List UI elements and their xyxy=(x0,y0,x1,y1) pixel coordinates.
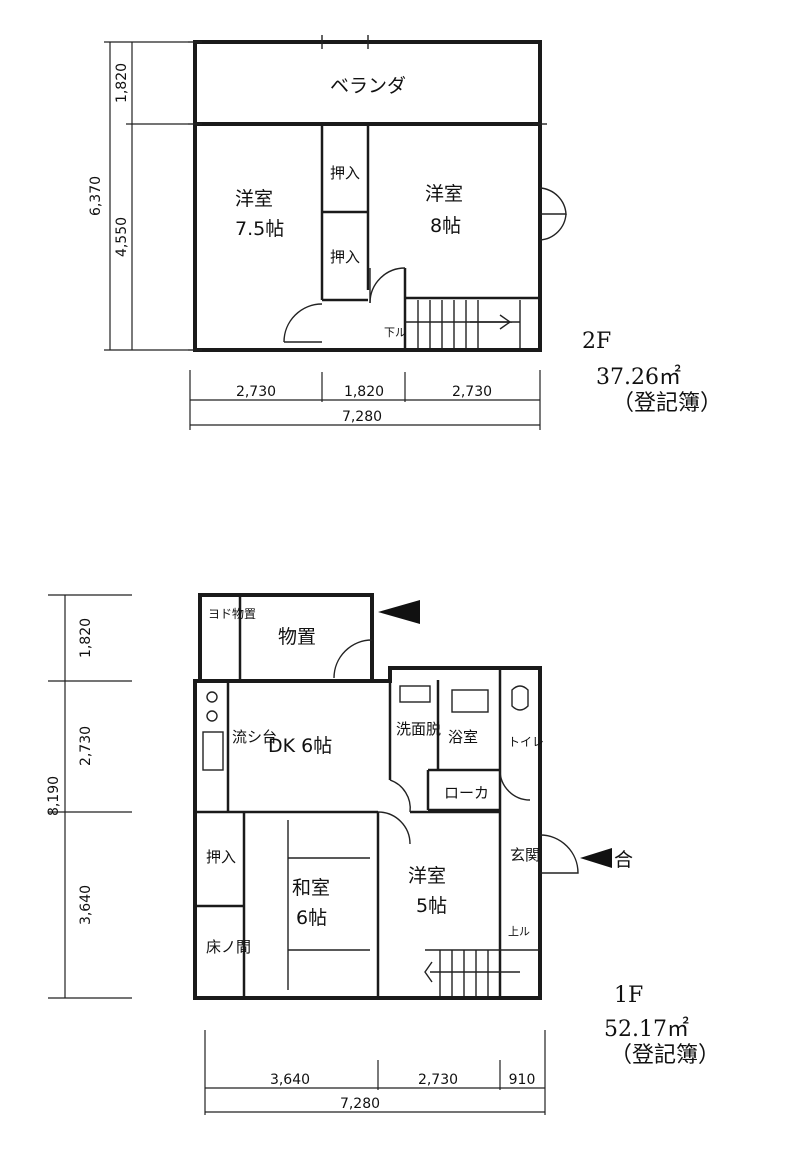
yoshitsu-size: 5帖 xyxy=(416,895,447,917)
dim-2f-rooms: 4,550 xyxy=(114,217,130,257)
veranda-label: ベランダ xyxy=(330,75,406,97)
dim-1f-total-width: 7,280 xyxy=(340,1096,380,1112)
room-2f-right-size: 8帖 xyxy=(430,215,461,237)
dim-1f-w3: 910 xyxy=(509,1072,536,1088)
corridor-label: ローカ xyxy=(444,784,489,802)
dim-1f-c: 3,640 xyxy=(78,885,94,925)
washitsu-name: 和室 xyxy=(292,877,330,899)
storage-label: 物置 xyxy=(278,626,316,648)
floor-2-area: 37.26㎡ xyxy=(596,364,681,390)
door-storage xyxy=(333,639,373,679)
room-2f-left-size: 7.5帖 xyxy=(235,218,284,240)
floor-1-area: 52.17㎡ xyxy=(604,1016,689,1042)
dim-1f-w1: 3,640 xyxy=(270,1072,310,1088)
washroom-label: 洗面脱 xyxy=(396,720,441,738)
dim-1f-total-height: 8,190 xyxy=(46,776,62,816)
entrance-mark-label: 合 xyxy=(614,849,633,871)
washitsu-size: 6帖 xyxy=(296,907,327,929)
dim-2f-total-height: 6,370 xyxy=(88,176,104,216)
door-swing-right-room xyxy=(369,267,406,304)
stair-down-label: 下ル xyxy=(384,326,406,339)
closet-2f-upper-label: 押入 xyxy=(330,164,360,182)
room-2f-right-name: 洋室 xyxy=(425,183,463,205)
floor-1-plan xyxy=(48,593,612,1115)
yoshitsu-name: 洋室 xyxy=(408,865,446,887)
door-dk xyxy=(389,779,411,813)
closet-1f-label: 押入 xyxy=(206,848,236,866)
floor-2-label: 2F xyxy=(582,329,611,354)
stair-1f xyxy=(424,949,540,996)
dim-1f-b: 2,730 xyxy=(78,726,94,766)
floor-1-label: 1F xyxy=(614,983,643,1008)
stair-2f xyxy=(405,300,521,348)
door-entrance xyxy=(539,834,579,874)
floor-2-plan xyxy=(104,35,567,430)
sink-label: 流シ台 xyxy=(232,728,277,746)
floor-1-area-note: （登記簿） xyxy=(610,1043,720,1068)
bath-label: 浴室 xyxy=(448,728,478,746)
dim-2f-total-width: 7,280 xyxy=(342,409,382,425)
storage-small-label: ヨド物置 xyxy=(208,607,256,621)
tokonoma-label: 床ノ間 xyxy=(206,938,251,956)
floor-2-area-note: （登記簿） xyxy=(612,391,722,416)
stair-up-label: 上ル xyxy=(508,925,530,938)
storage-entry-arrow xyxy=(378,600,420,624)
dim-2f-w1: 2,730 xyxy=(236,384,276,400)
dim-2f-w2: 1,820 xyxy=(344,384,384,400)
door-yoshitsu xyxy=(377,811,411,845)
dim-2f-veranda: 1,820 xyxy=(114,63,130,103)
closet-2f-lower-label: 押入 xyxy=(330,248,360,266)
door-swing-left-room xyxy=(283,303,323,343)
room-2f-left-name: 洋室 xyxy=(235,188,273,210)
window-door-upper xyxy=(539,187,567,215)
window-door-lower xyxy=(539,213,567,241)
toilet-label: トイレ xyxy=(508,735,544,749)
dim-2f-w3: 2,730 xyxy=(452,384,492,400)
dim-1f-w2: 2,730 xyxy=(418,1072,458,1088)
dk-label: DK 6帖 xyxy=(268,735,332,757)
entrance-arrow xyxy=(580,848,612,868)
genkan-label: 玄関 xyxy=(510,846,540,864)
door-toilet xyxy=(499,769,531,801)
dim-1f-a: 1,820 xyxy=(78,618,94,658)
